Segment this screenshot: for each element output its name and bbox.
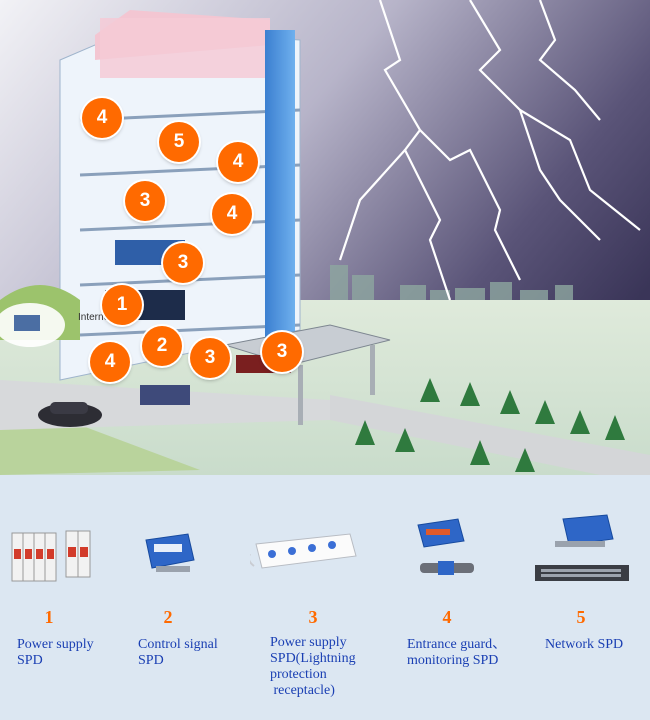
badge-receptacle-lower: 3 [190,338,230,378]
badge-receptacle-canopy: 3 [262,332,302,372]
badge-surveillance-upper: 4 [218,142,258,182]
legend-label-3: Power supply SPD(Lightning protection re… [270,635,356,698]
entrance-guard-spd-image [417,518,474,575]
badge-network: 5 [159,122,199,162]
badge-surveillance-mid: 4 [212,194,252,234]
power-supply-spd-image [11,530,91,582]
badge-entrance-guard: 4 [90,342,130,382]
legend-panel: 1 2 3 4 5 Power supply SPD Control signa… [0,475,650,720]
legend-number-1: 1 [44,607,54,627]
badge-control-signal: 2 [142,326,182,366]
lightning-protection-receptacle-image [250,533,357,569]
internet-tag: Internet [78,312,112,323]
legend-number-5: 5 [576,607,586,627]
legend-label-1: Power supply SPD [17,637,94,668]
network-spd-image [535,514,629,581]
legend-label-4: Entrance guard、 monitoring SPD [407,637,507,668]
trees [355,378,625,472]
badge-receptacle-upper: 3 [125,181,165,221]
legend-label-2: Control signal SPD [138,637,218,668]
control-signal-spd-image [145,533,195,572]
legend-number-2: 2 [163,607,173,627]
building-illustration: Internet 4 5 4 3 4 3 1 2 4 3 3 [0,0,650,475]
badge-power-supply: 1 [102,285,142,325]
legend-number-3: 3 [308,607,318,627]
lightning-bolts [338,0,641,301]
car [38,402,102,427]
legend-label-5: Network SPD [545,637,624,652]
badge-receptacle-mid: 3 [163,243,203,283]
scene-art [0,0,650,475]
badge-network-surveillance: 4 [82,98,122,138]
legend-number-4: 4 [442,607,452,627]
